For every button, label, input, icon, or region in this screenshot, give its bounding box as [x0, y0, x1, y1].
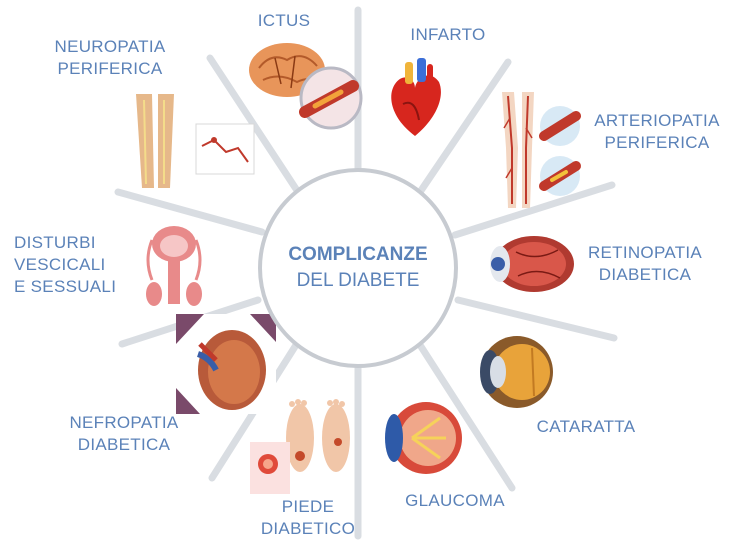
label-neuropatia-periferica: NEUROPATIA PERIFERICA [30, 36, 190, 80]
bladder-icon [140, 220, 208, 316]
eye-glaucoma-icon [378, 398, 470, 478]
center-hub: COMPLICANZE DEL DIABETE [258, 168, 458, 368]
center-title: COMPLICANZE [288, 242, 427, 268]
label-ictus: ICTUS [254, 10, 314, 32]
legs-nerve-icon [130, 90, 258, 190]
label-disturbi-vescicali-sessuali: DISTURBI VESCICALI E SESSUALI [14, 232, 138, 298]
label-infarto: INFARTO [396, 24, 500, 46]
label-nefropatia-diabetica: NEFROPATIA DIABETICA [48, 412, 200, 456]
center-subtitle: DEL DIABETE [297, 268, 420, 294]
label-cataratta: CATARATTA [520, 416, 652, 438]
legs-arteries-icon [490, 88, 585, 213]
eye-retina-icon [486, 232, 576, 296]
eye-cataract-icon [472, 330, 557, 412]
heart-icon [385, 58, 445, 138]
brain-vessel-icon [245, 38, 370, 130]
label-piede-diabetico: PIEDE DIABETICO [246, 496, 370, 540]
kidney-icon [176, 314, 276, 414]
label-glaucoma: GLAUCOMA [388, 490, 522, 512]
label-arteriopatia-periferica: ARTERIOPATIA PERIFERICA [578, 110, 736, 154]
label-retinopatia-diabetica: RETINOPATIA DIABETICA [572, 242, 718, 286]
